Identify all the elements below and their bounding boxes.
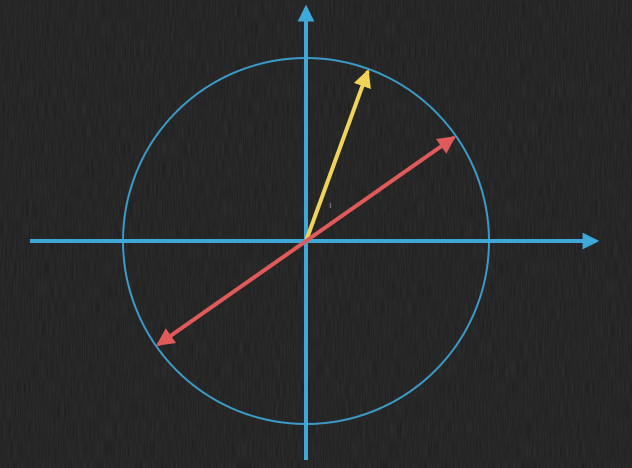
small-mark: ı xyxy=(329,201,332,211)
red-double-arrow xyxy=(156,136,456,346)
